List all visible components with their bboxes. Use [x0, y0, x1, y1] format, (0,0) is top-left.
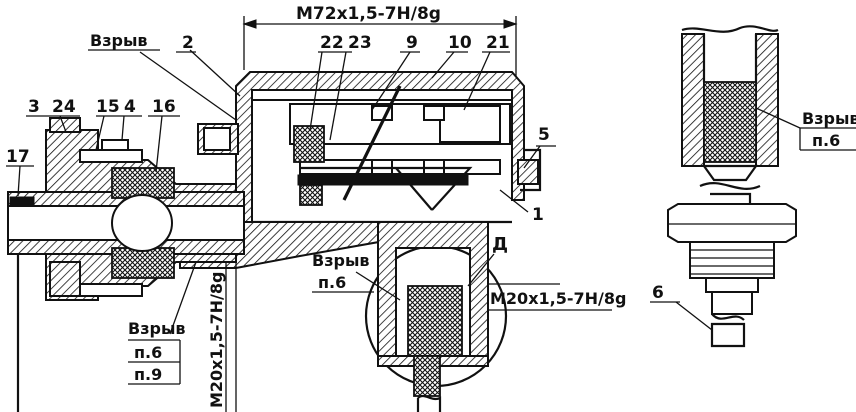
- part-5: 5: [538, 125, 550, 145]
- part-4: 4: [124, 97, 136, 117]
- p6-middle: п.6: [318, 273, 346, 292]
- part-23: 23: [348, 33, 372, 53]
- p6-bottom-left: п.6: [134, 343, 162, 362]
- p6-detail: п.6: [812, 131, 840, 150]
- vzryv-middle: Взрыв: [312, 251, 370, 270]
- part-1: 1: [532, 205, 544, 225]
- part-2: 2: [182, 33, 194, 53]
- part-15: 15: [96, 97, 120, 117]
- part-17: 17: [6, 147, 30, 167]
- lower-fitting: M20x1,5-7H/8g Д: [364, 221, 626, 412]
- part-6: 6: [652, 283, 664, 303]
- vzryv-bottom-left: Взрыв: [128, 319, 186, 338]
- labels: 2 22 23 9 10 21 3 24 15 4 16 5 17 1 6 Вз…: [6, 31, 856, 408]
- top-thread-label: M72x1,5-7H/8g: [296, 4, 441, 24]
- top-dimension: M72x1,5-7H/8g: [242, 4, 518, 80]
- part-10: 10: [448, 33, 472, 53]
- part-3: 3: [28, 97, 40, 117]
- left-thread-label: M20x1,5-7H/8g: [207, 272, 226, 408]
- part-21: 21: [486, 33, 510, 53]
- vzryv-detail: Взрыв: [802, 109, 856, 128]
- detail-mark: Д: [492, 234, 508, 255]
- part-22: 22: [320, 33, 344, 53]
- right-thread-label: M20x1,5-7H/8g: [490, 289, 626, 308]
- vzryv-top-left: Взрыв: [90, 31, 148, 50]
- part-16: 16: [152, 97, 176, 117]
- detail-view: [667, 25, 797, 348]
- part-24: 24: [52, 97, 76, 117]
- part-9: 9: [406, 33, 418, 53]
- leaders: [6, 49, 856, 412]
- p9-bottom-left: п.9: [134, 365, 162, 384]
